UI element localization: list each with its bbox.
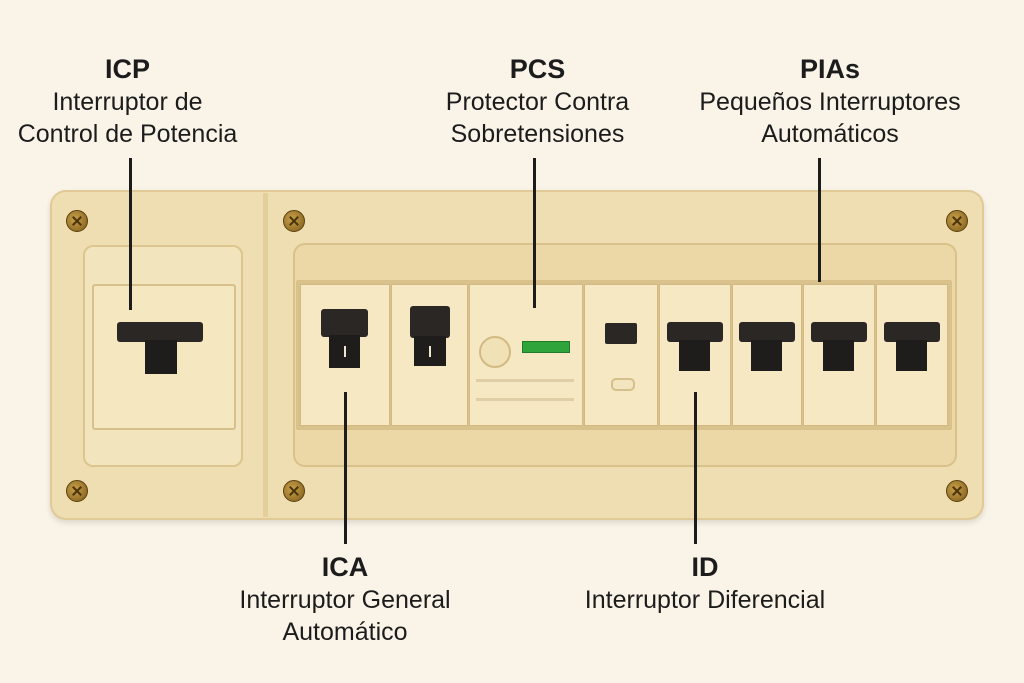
pcs-leader-line <box>533 158 536 308</box>
pia-switch[interactable] <box>667 322 723 342</box>
id-test-button[interactable] <box>605 323 637 344</box>
pias-leader-line <box>818 158 821 282</box>
pcs-test-button[interactable] <box>479 336 511 368</box>
id-leader-line <box>694 392 697 544</box>
icp-desc-line1: Interruptor de <box>52 88 203 116</box>
ica-switch[interactable] <box>321 309 368 337</box>
screw-icon <box>66 480 88 502</box>
id-module <box>584 284 658 426</box>
pcs-text-line <box>476 379 574 382</box>
ica-desc-line1: Interruptor General <box>239 586 451 614</box>
pia-switch-lever[interactable] <box>679 340 710 371</box>
pcs-status-led <box>522 341 570 353</box>
ica-switch-2[interactable] <box>410 306 450 338</box>
ica-leader-line <box>344 392 347 544</box>
id-desc-line1: Interruptor Diferencial <box>584 586 826 614</box>
icp-leader-line <box>129 158 132 310</box>
pcs-desc-line1: Protector Contra <box>445 88 630 116</box>
ica-abbr: ICA <box>321 552 369 582</box>
icp-abbr: ICP <box>104 54 150 84</box>
pcs-abbr: PCS <box>509 54 566 84</box>
pcs-desc-line2: Sobretensiones <box>450 120 625 148</box>
icp-label: ICP Interruptor de Control de Potencia <box>10 52 245 150</box>
icp-desc-line2: Control de Potencia <box>17 120 238 148</box>
screw-icon <box>283 210 305 232</box>
screw-icon <box>946 480 968 502</box>
screw-icon <box>66 210 88 232</box>
pia-switch-lever[interactable] <box>896 340 927 371</box>
pias-abbr: PIAs <box>799 54 861 84</box>
pia-switch[interactable] <box>811 322 867 342</box>
icp-switch-lever[interactable] <box>145 340 177 374</box>
ica-desc-line2: Automático <box>282 618 408 646</box>
pcs-label: PCS Protector Contra Sobretensiones <box>420 52 655 150</box>
pia-switch[interactable] <box>739 322 795 342</box>
pia-switch-lever[interactable] <box>823 340 854 371</box>
id-label: ID Interruptor Diferencial <box>555 550 855 616</box>
pias-desc-line2: Automáticos <box>761 120 899 148</box>
ica-label: ICA Interruptor General Automático <box>205 550 485 648</box>
screw-icon <box>283 480 305 502</box>
pia-switch-lever[interactable] <box>751 340 782 371</box>
ica-switch-mark <box>344 346 346 357</box>
icp-module <box>92 284 236 430</box>
panel-divider <box>263 193 268 517</box>
pias-label: PIAs Pequeños Interruptores Automáticos <box>670 52 990 150</box>
ica-switch-2-mark <box>429 346 431 357</box>
id-indicator-slot <box>611 378 635 391</box>
id-abbr: ID <box>691 552 719 582</box>
pia-switch[interactable] <box>884 322 940 342</box>
pias-desc-line1: Pequeños Interruptores <box>699 88 961 116</box>
screw-icon <box>946 210 968 232</box>
icp-switch[interactable] <box>117 322 203 342</box>
pcs-text-line <box>476 398 574 401</box>
